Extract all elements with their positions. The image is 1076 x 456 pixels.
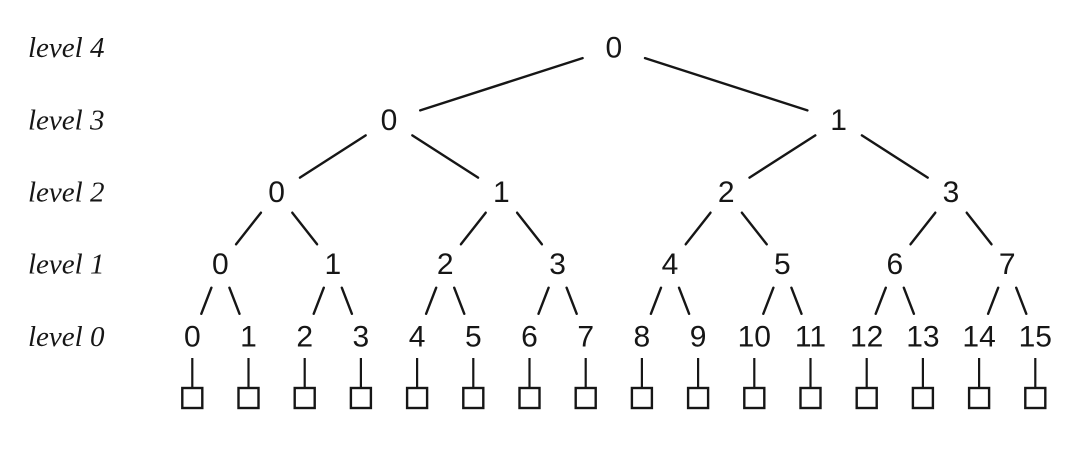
tree-edge [902,286,916,315]
tree-edge [419,56,584,112]
level-label-4: level 4 [28,32,104,64]
leaf-box [574,386,597,410]
tree-node-level2-0: 0 [268,176,285,209]
tree-edge [790,286,803,315]
tree-node-level1-2: 2 [437,248,454,281]
tree-node-level0-3: 3 [353,321,370,354]
tree-edge [1015,286,1028,315]
tree-node-level0-7: 7 [577,321,594,354]
tree-node-level0-9: 9 [690,321,707,354]
tree-node-level0-14: 14 [962,321,995,354]
tree-edge [291,211,319,246]
tree-node-level0-13: 13 [906,321,939,354]
leaf-box [518,386,541,410]
leaf-box [630,386,654,410]
leaf-box [237,386,260,410]
tree-node-level2-1: 1 [493,176,510,209]
tree-edge [684,211,712,246]
tree-edge [677,286,691,315]
tree-node-level0-6: 6 [521,321,538,354]
tree-node-level0-12: 12 [850,321,883,354]
leaf-box [405,386,429,410]
tree-node-level0-4: 4 [409,321,426,354]
leaf-box [293,386,316,410]
tree-edge [909,211,937,246]
tree-node-level1-4: 4 [662,248,679,281]
tree-edge [860,134,929,179]
tree-edge [411,134,480,179]
tree-edge [748,134,817,179]
tree-node-level3-0: 0 [381,104,398,137]
tree-node-level0-11: 11 [795,321,826,354]
tree-node-level0-2: 2 [296,321,313,354]
tree-node-level1-0: 0 [212,248,229,281]
level-label-2: level 2 [28,177,104,209]
tree-edge [965,211,993,246]
tree-node-level3-1: 1 [830,104,847,137]
leaf-box [911,386,935,410]
level-label-0: level 0 [28,321,105,353]
tree-edge [643,56,809,112]
tree-edge [649,286,663,315]
leaf-box [1024,386,1047,410]
tree-edge [312,286,325,315]
tree-edge [740,211,768,246]
leaf-box [743,386,766,410]
tree-edge [228,286,241,315]
tree-node-level1-7: 7 [999,248,1016,281]
tree-edge [453,286,466,315]
tree-edge [424,286,438,315]
tree-edge [298,134,367,179]
tree-node-level1-6: 6 [886,248,903,281]
tree-node-level1-5: 5 [774,248,791,281]
tree-edge [565,286,578,315]
tree-edge [515,211,544,246]
leaf-box [855,386,878,410]
tree-node-level1-1: 1 [324,248,341,281]
tree-node-level0-8: 8 [634,321,651,354]
level-label-3: level 3 [28,105,104,137]
tree-node-level0-1: 1 [240,321,257,354]
tree-node-level0-0: 0 [184,321,201,354]
level-label-1: level 1 [28,249,104,281]
leaf-box [349,386,373,410]
tree-edge [200,286,213,315]
tree-edge [762,286,775,315]
tree-node-level0-15: 15 [1019,321,1052,354]
tree-edge [537,286,550,315]
tree-edge [986,286,1000,315]
tree-edge [874,286,887,315]
leaf-box [967,386,991,410]
tree-edge [459,211,487,246]
tree-node-level2-3: 3 [943,176,960,209]
tree-node-level1-3: 3 [549,248,566,281]
tree-edge [234,211,263,246]
leaf-box [181,386,204,410]
leaf-box [462,386,485,410]
tree-node-level0-5: 5 [465,321,482,354]
leaf-box [686,386,710,410]
tree-node-level4-0: 0 [605,32,622,65]
tree-node-level2-2: 2 [718,176,735,209]
leaf-box [799,386,822,410]
tree-node-level0-10: 10 [738,321,771,354]
tree-edge [340,286,354,315]
